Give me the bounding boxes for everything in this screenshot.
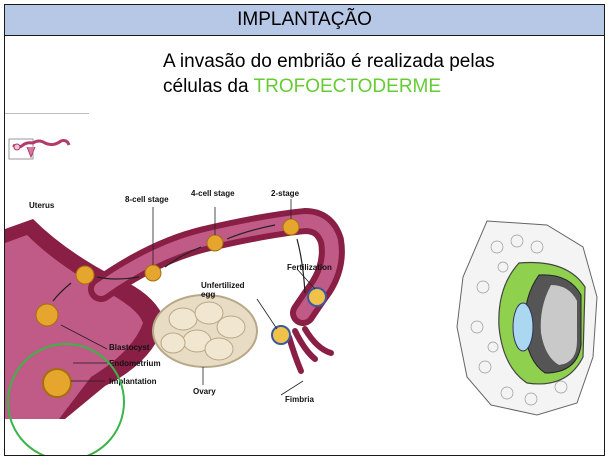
four-cell-stage-cell xyxy=(207,235,223,251)
fimbria xyxy=(289,329,331,371)
label-2-stage: 2-stage xyxy=(271,189,299,198)
label-fertilization: Fertilization xyxy=(287,263,332,272)
body-line-2: células da TROFOECTODERME xyxy=(163,74,495,99)
ovary xyxy=(153,295,257,367)
eight-cell-stage-cell xyxy=(145,265,161,281)
slide: IMPLANTAÇÃO A invasão do embrião é reali… xyxy=(4,4,605,456)
label-4-cell-stage: 4-cell stage xyxy=(191,189,235,198)
label-unfertilized: Unfertilized xyxy=(201,281,245,290)
two-stage-cell xyxy=(283,219,299,235)
body-line-1: A invasão do embrião é realizada pelas xyxy=(163,49,495,74)
inner-cell-mass xyxy=(513,303,533,351)
fertilization-cell xyxy=(308,288,326,306)
blastocyst-cell xyxy=(36,304,58,326)
slide-title: IMPLANTAÇÃO xyxy=(5,5,604,36)
label-fimbria: Fimbria xyxy=(285,395,314,404)
label-8-cell-stage: 8-cell stage xyxy=(125,195,169,204)
label-blastocyst: Blastocyst xyxy=(109,343,149,352)
trofoectoderme-term: TROFOECTODERME xyxy=(254,76,442,97)
body-line-2-prefix: células da xyxy=(163,76,254,97)
slide-body-text: A invasão do embrião é realizada pelas c… xyxy=(163,49,495,99)
implantation-highlight-circle xyxy=(7,343,125,456)
label-uterus: Uterus xyxy=(29,201,54,210)
blastocyst-implantation-illustration xyxy=(427,217,603,419)
label-ovary: Ovary xyxy=(193,387,216,396)
morula-cell xyxy=(76,266,94,284)
divider-line xyxy=(5,113,89,114)
uterus-thumbnail-icon xyxy=(5,133,81,167)
label-endometrium: Endometrium xyxy=(109,359,161,368)
label-egg: egg xyxy=(201,290,215,299)
unfertilized-egg-cell xyxy=(272,326,290,344)
